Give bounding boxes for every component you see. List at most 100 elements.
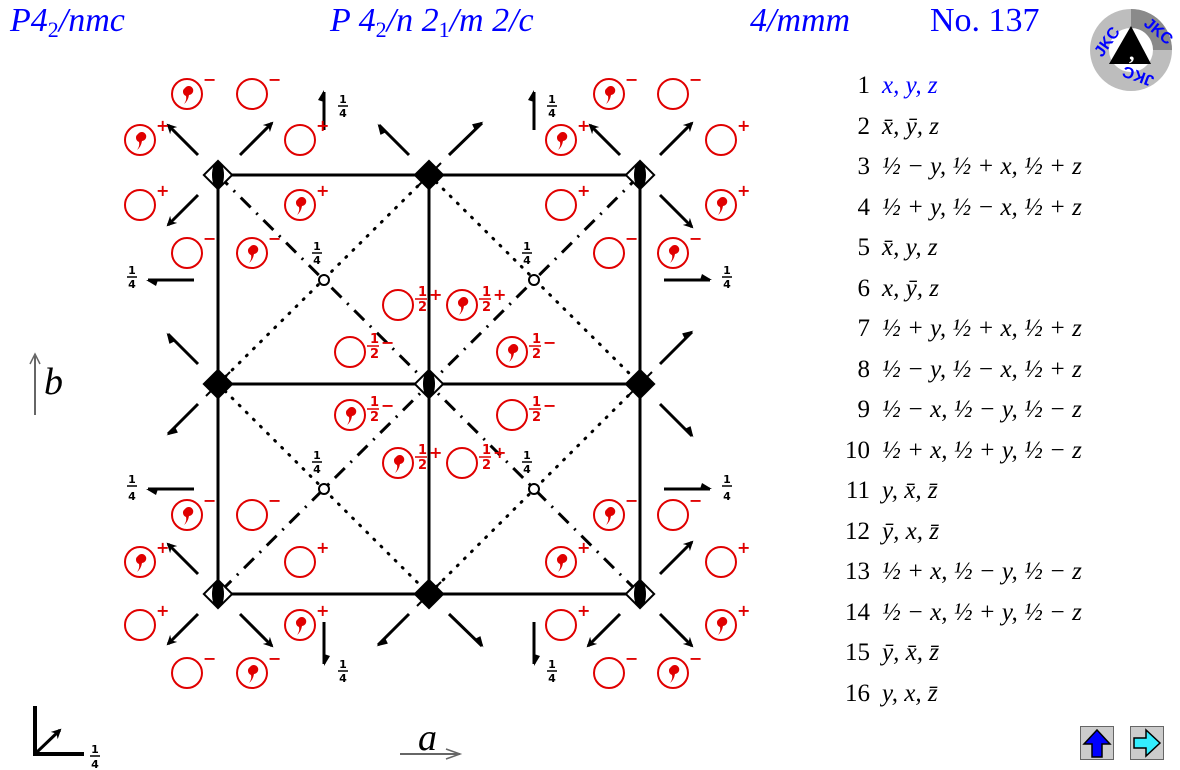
b-axis-arrow: [29, 352, 41, 415]
short-symbol-sub: 2: [47, 17, 59, 42]
svg-text:4: 4: [548, 672, 556, 685]
full-symbol-p1: P 4: [330, 2, 376, 39]
svg-text:2: 2: [482, 300, 491, 315]
svg-text:4: 4: [91, 758, 99, 770]
svg-text:+: +: [429, 285, 442, 304]
svg-text:−: −: [689, 649, 702, 668]
short-symbol-post: /nmc: [58, 2, 125, 39]
svg-text:2: 2: [418, 300, 427, 315]
svg-text:−: −: [381, 333, 394, 352]
svg-text:+: +: [493, 285, 506, 304]
svg-text:−: −: [689, 229, 702, 248]
svg-text:4: 4: [313, 254, 321, 267]
svg-text:1: 1: [370, 332, 379, 347]
svg-text:−: −: [268, 649, 281, 668]
quarter-height-legend: [33, 706, 84, 756]
svg-text:2: 2: [370, 347, 379, 362]
svg-text:1: 1: [339, 658, 347, 671]
svg-text:−: −: [625, 649, 638, 668]
svg-text:1: 1: [339, 93, 347, 106]
svg-text:+: +: [577, 181, 590, 200]
svg-text:2: 2: [532, 347, 541, 362]
svg-text:1: 1: [532, 395, 541, 410]
svg-text:+: +: [429, 443, 442, 462]
svg-text:4: 4: [128, 278, 136, 291]
point-group: 4/mmm: [750, 2, 851, 39]
svg-text:−: −: [203, 491, 216, 510]
svg-text:1: 1: [370, 395, 379, 410]
svg-text:1: 1: [723, 264, 731, 277]
nav-next-button[interactable]: [1130, 726, 1164, 760]
svg-text:+: +: [316, 116, 329, 135]
svg-text:1: 1: [482, 285, 491, 300]
svg-text:+: +: [737, 181, 750, 200]
svg-text:4: 4: [128, 490, 136, 503]
svg-text:−: −: [268, 491, 281, 510]
svg-text:1: 1: [91, 743, 99, 756]
short-symbol-main: P4: [10, 2, 48, 39]
svg-text:+: +: [577, 538, 590, 557]
b-axis-label: b: [44, 361, 63, 403]
space-group-diagram: 14 14 14 14 14 14 14 14 14 14 14: [29, 70, 750, 770]
short-symbol: P42/nmc: [10, 2, 125, 42]
svg-text:−: −: [543, 396, 556, 415]
svg-text:+: +: [156, 116, 169, 135]
svg-text:+: +: [316, 601, 329, 620]
svg-text:4: 4: [339, 107, 347, 120]
svg-text:−: −: [689, 70, 702, 89]
svg-text:1: 1: [548, 658, 556, 671]
svg-text:−: −: [203, 229, 216, 248]
svg-text:−: −: [381, 396, 394, 415]
svg-text:2: 2: [370, 410, 379, 425]
svg-text:1: 1: [523, 240, 531, 253]
space-group-number: No. 137: [930, 2, 1040, 39]
svg-text:2: 2: [532, 410, 541, 425]
svg-text:+: +: [493, 443, 506, 462]
svg-text:,: ,: [1129, 40, 1135, 65]
svg-text:1: 1: [723, 473, 731, 486]
svg-text:4: 4: [548, 107, 556, 120]
svg-text:−: −: [268, 229, 281, 248]
a-axis-arrow: [400, 748, 463, 760]
svg-text:1: 1: [482, 443, 491, 458]
a-axis-label: a: [418, 717, 437, 759]
svg-text:1: 1: [523, 449, 531, 462]
svg-text:+: +: [577, 116, 590, 135]
svg-text:1: 1: [313, 240, 321, 253]
svg-text:1: 1: [128, 473, 136, 486]
svg-text:+: +: [316, 181, 329, 200]
svg-text:2: 2: [418, 458, 427, 473]
svg-text:2: 2: [482, 458, 491, 473]
svg-text:+: +: [577, 601, 590, 620]
jkc-logo-icon: , JKC JKC JKC: [1090, 9, 1173, 91]
svg-text:−: −: [625, 229, 638, 248]
svg-text:1: 1: [418, 443, 427, 458]
svg-text:4: 4: [723, 490, 731, 503]
svg-text:+: +: [737, 116, 750, 135]
svg-text:1: 1: [313, 449, 321, 462]
svg-text:+: +: [156, 538, 169, 557]
svg-text:4: 4: [523, 254, 531, 267]
svg-text:4: 4: [523, 463, 531, 476]
nav-up-button[interactable]: [1080, 726, 1114, 760]
svg-text:1: 1: [128, 264, 136, 277]
svg-text:−: −: [689, 491, 702, 510]
svg-text:+: +: [316, 538, 329, 557]
svg-text:+: +: [737, 601, 750, 620]
full-symbol: P 42/n 21/m 2/c: [330, 2, 534, 41]
svg-text:1: 1: [532, 332, 541, 347]
